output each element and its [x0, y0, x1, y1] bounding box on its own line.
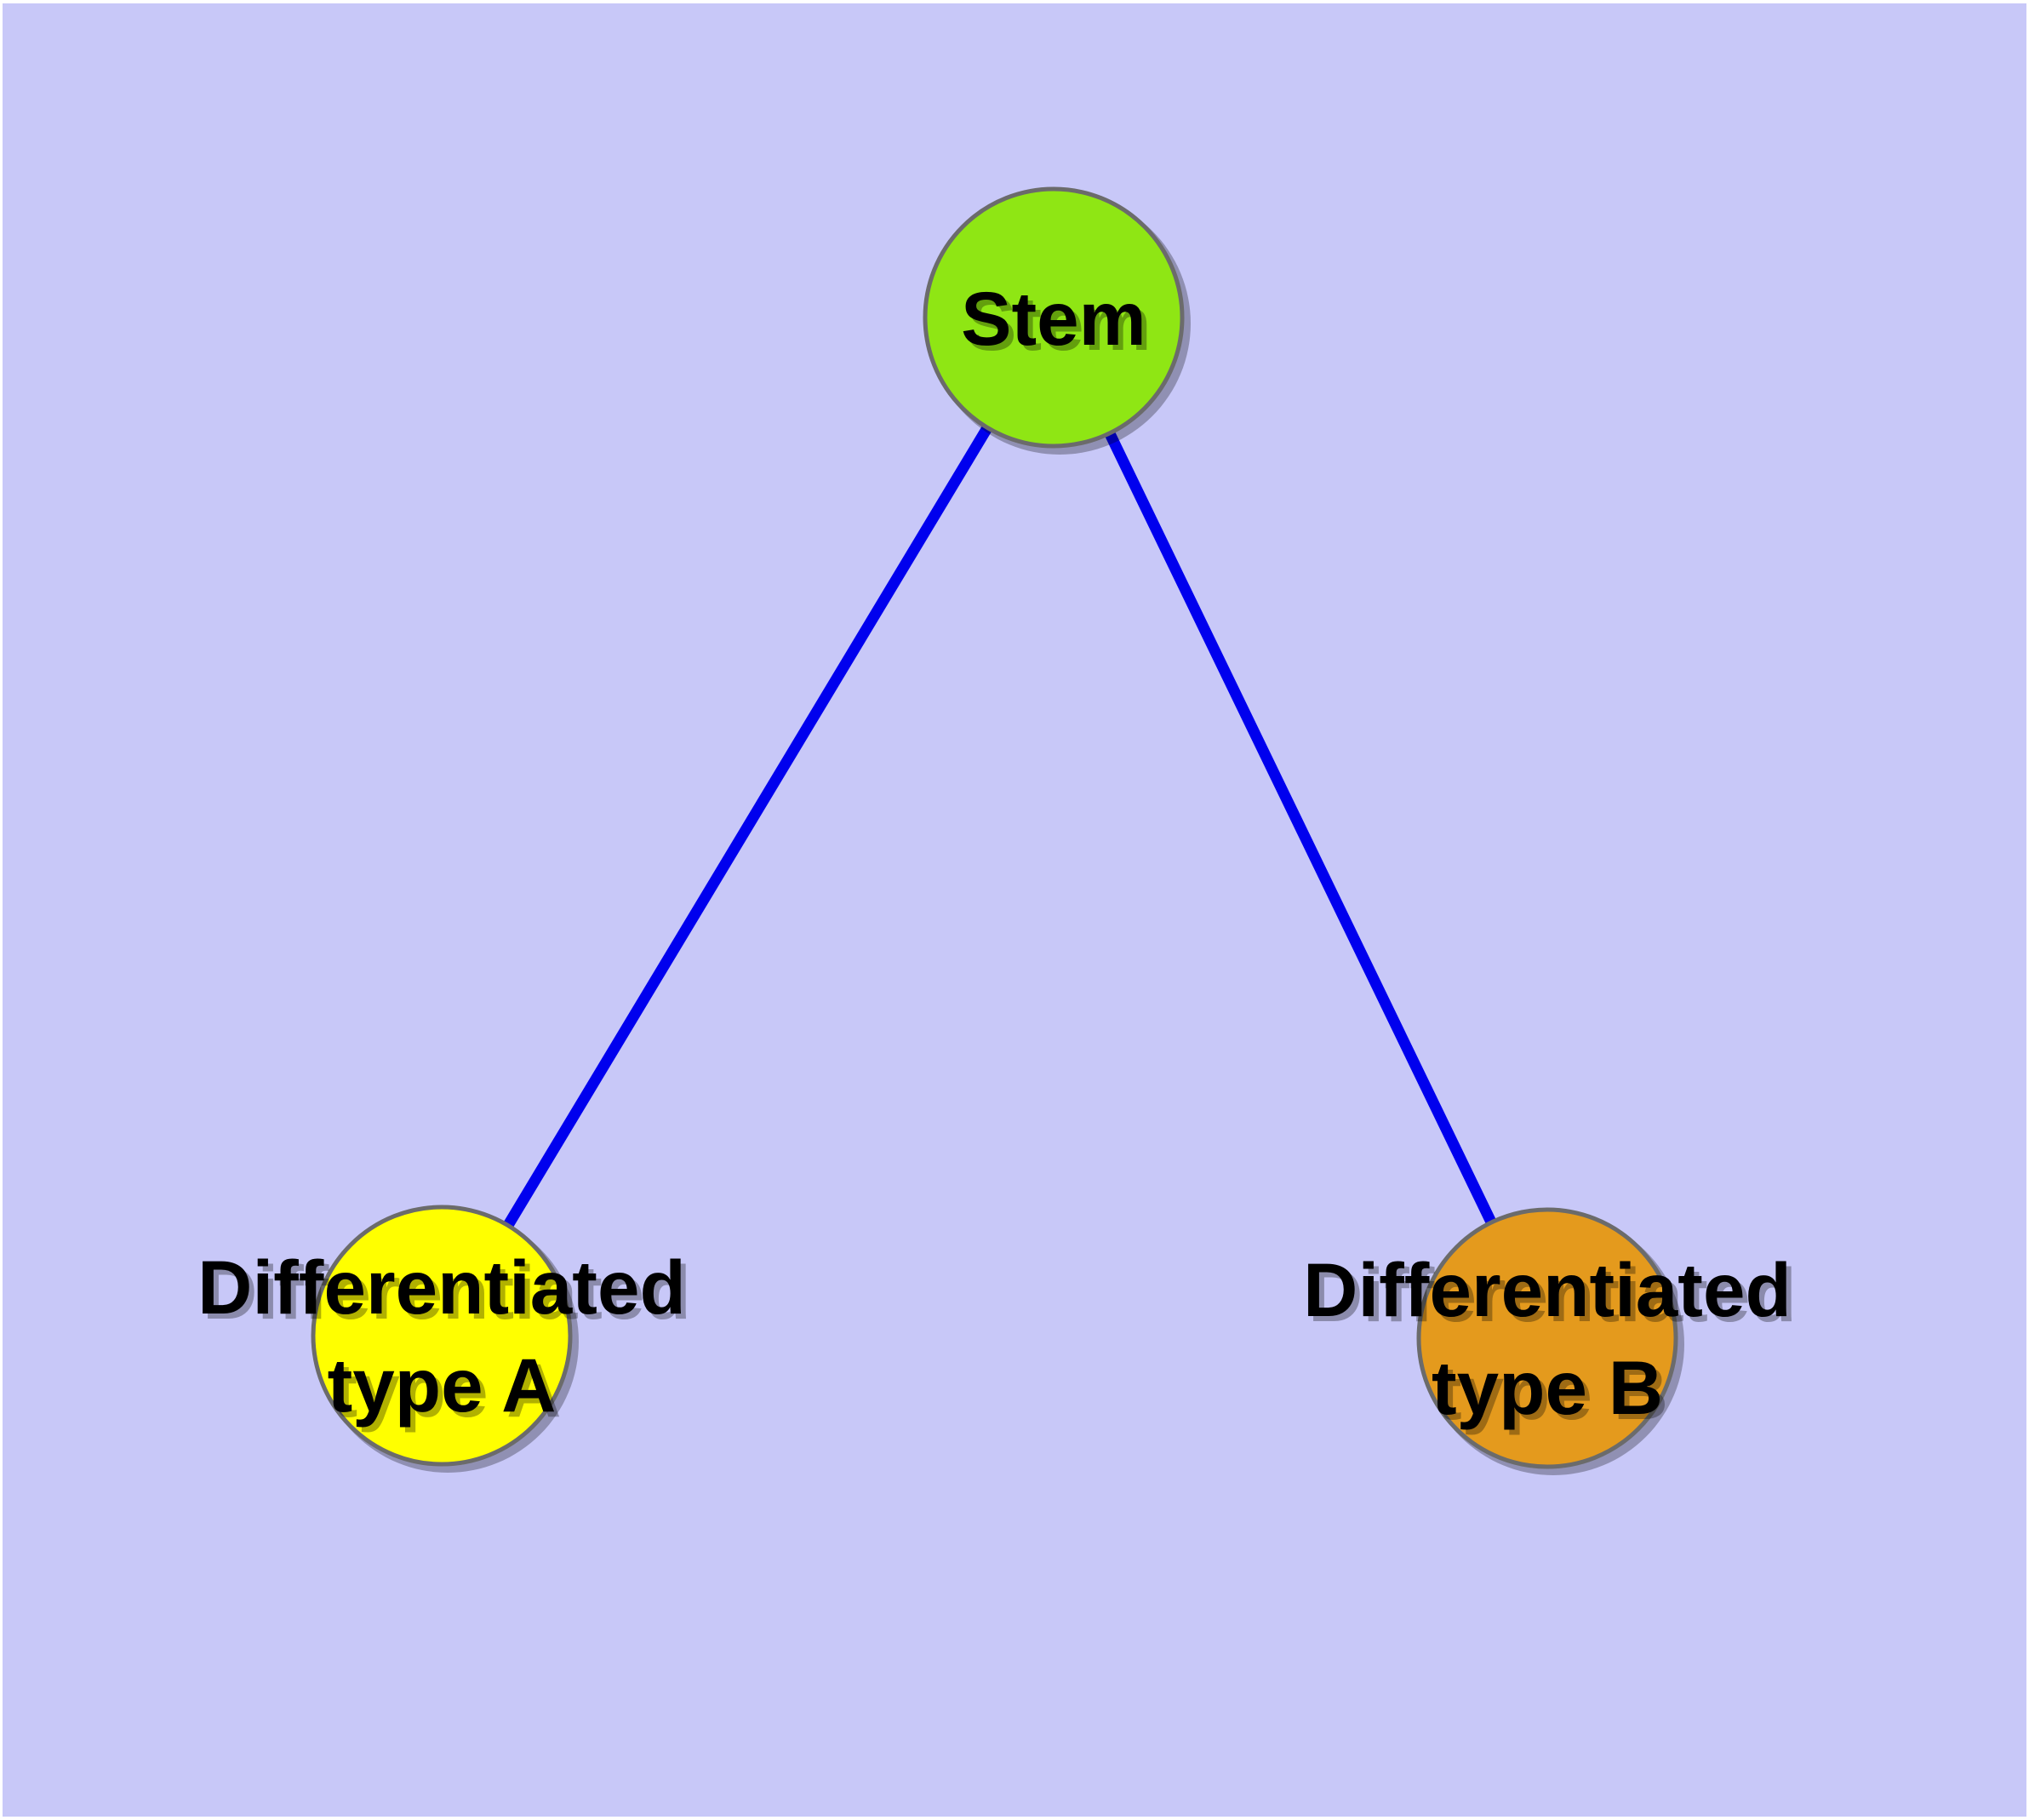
node-stem-label-shadow: Stem: [966, 281, 1152, 366]
node-stem-circle[interactable]: [923, 186, 1185, 449]
edge-stem-to-type-b[interactable]: [1049, 315, 1552, 1341]
edge-stem-to-type-a[interactable]: [437, 314, 1059, 1339]
node-type-b-label-shadow-line1: Differentiated: [1308, 1252, 1797, 1337]
node-type-b-label-line2: type B: [1432, 1345, 1663, 1430]
node-type-b-label-line1: Differentiated: [1303, 1247, 1792, 1332]
node-type-a-label-line2: type A: [328, 1342, 557, 1428]
node-type-a-label-line1: Differentiated: [197, 1245, 686, 1330]
node-type-a-circle[interactable]: [311, 1205, 573, 1467]
node-type-a-label-shadow-line2: type A: [333, 1348, 562, 1433]
node-type-b-label-shadow-line2: type B: [1437, 1350, 1668, 1435]
node-type-a-label-shadow-line1: Differentiated: [203, 1250, 691, 1335]
node-stem-label: Stem: [961, 276, 1146, 361]
node-type-b-circle[interactable]: [1416, 1207, 1678, 1469]
